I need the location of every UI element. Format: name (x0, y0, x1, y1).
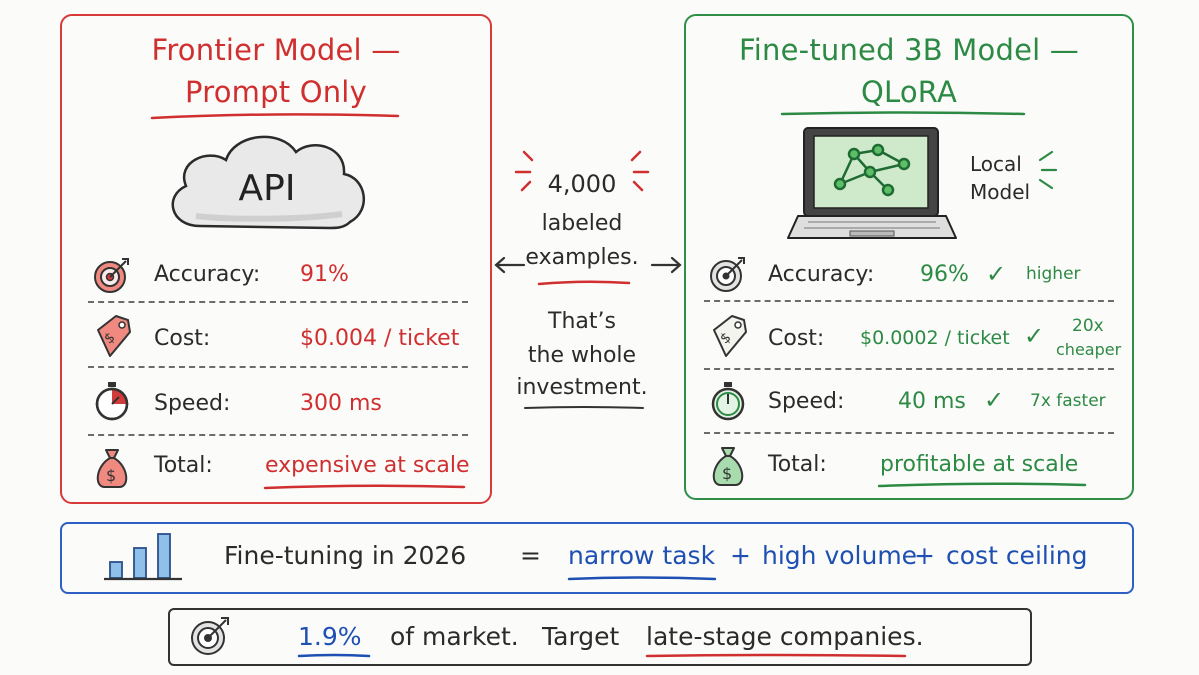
examples-line2: labeled (541, 211, 623, 236)
laptop-icon (787, 127, 957, 239)
right-cost-note-line2: cheaper (1056, 340, 1122, 359)
money-bag-icon: $ (96, 449, 128, 488)
arrow-left-icon (494, 256, 526, 274)
market-share-text: of market. (390, 622, 519, 651)
formula-lhs: Fine-tuning in 2026 (224, 541, 467, 570)
examples-line3: examples. (525, 245, 639, 270)
examples-count: 4,000 (547, 170, 617, 198)
cloud-icon (171, 135, 366, 230)
stopwatch-icon (95, 382, 129, 421)
formula-term-cost-ceiling: cost ceiling (946, 541, 1088, 570)
right-total-underline (877, 482, 1087, 488)
footer-box (168, 608, 1032, 666)
svg-text:$: $ (722, 464, 732, 483)
right-divider-3 (704, 432, 1114, 434)
right-cost-note-line1: 20x (1072, 316, 1104, 336)
right-cost-value: $0.0002 / ticket (860, 327, 1010, 349)
left-speed-label: Speed: (154, 391, 231, 416)
target-icon (94, 258, 129, 293)
investment-line3: investment. (516, 375, 648, 400)
target-icon (710, 257, 745, 292)
left-total-value: expensive at scale (265, 453, 470, 478)
right-title-line2: QLoRA (860, 75, 958, 109)
target-segment-underline (645, 653, 907, 658)
investment-line2: the whole (527, 343, 637, 368)
left-sparkle (514, 150, 534, 192)
target-icon (191, 617, 229, 655)
market-share-underline (297, 653, 371, 658)
formula-plus-1: + (730, 541, 751, 570)
right-speed-check: ✓ (984, 386, 1005, 414)
left-accuracy-label: Accuracy: (154, 262, 261, 287)
svg-text:$: $ (106, 466, 116, 485)
left-cost-value: $0.004 / ticket (300, 326, 460, 351)
left-title-line1: Frontier Model — (151, 33, 401, 67)
right-divider-2 (704, 368, 1114, 370)
left-speed-value: 300 ms (300, 391, 382, 416)
local-model-line2: Model (970, 180, 1031, 204)
investment-line1: That’s (548, 309, 616, 334)
price-tag-icon: $ (713, 315, 747, 357)
investment-underline (524, 406, 644, 409)
bar-chart-icon (104, 533, 182, 581)
left-cost-label: Cost: (154, 326, 211, 351)
local-model-line1: Local (970, 152, 1022, 176)
right-total-label: Total: (768, 452, 827, 477)
right-speed-label: Speed: (768, 389, 845, 414)
money-bag-icon: $ (712, 447, 744, 486)
arrow-right-icon (650, 256, 682, 274)
right-accuracy-value: 96% (920, 262, 969, 287)
right-total-value: profitable at scale (880, 452, 1079, 477)
formula-box (60, 522, 1134, 594)
fine-tuned-model-panel (684, 14, 1134, 500)
examples-underline (537, 280, 631, 286)
left-title-underline (150, 113, 400, 120)
right-title-underline (780, 111, 1026, 116)
right-speed-note: 7x faster (1030, 391, 1106, 411)
right-sparkle (630, 150, 650, 192)
frontier-model-panel (60, 14, 492, 504)
cloud-label: API (238, 168, 296, 209)
target-segment-text: late-stage companies. (646, 622, 924, 651)
local-model-sparkle (1038, 150, 1058, 190)
right-title-line1: Fine-tuned 3B Model — (739, 33, 1079, 67)
right-speed-value: 40 ms (898, 389, 966, 414)
left-divider-3 (88, 434, 468, 436)
right-cost-check: ✓ (1024, 322, 1045, 350)
left-title-line2: Prompt Only (185, 75, 367, 109)
right-accuracy-label: Accuracy: (768, 262, 875, 287)
left-total-label: Total: (154, 453, 213, 478)
right-accuracy-note: higher (1026, 264, 1081, 284)
price-tag-icon: $ (97, 315, 131, 357)
formula-term-high-volume: high volume (762, 541, 918, 570)
left-total-underline (263, 484, 466, 490)
right-cost-label: Cost: (768, 326, 825, 351)
market-share-value: 1.9% (298, 622, 362, 651)
right-accuracy-check: ✓ (986, 260, 1007, 288)
left-accuracy-value: 91% (300, 262, 349, 287)
formula-equals: = (520, 541, 541, 570)
formula-term-narrow-task: narrow task (568, 541, 716, 570)
stopwatch-icon (711, 382, 745, 421)
left-divider-1 (88, 301, 468, 303)
target-lead-text: Target (542, 622, 620, 651)
formula-plus-2: + (914, 541, 935, 570)
narrow-task-underline (567, 576, 717, 581)
left-divider-2 (88, 366, 468, 368)
right-divider-1 (704, 300, 1114, 302)
